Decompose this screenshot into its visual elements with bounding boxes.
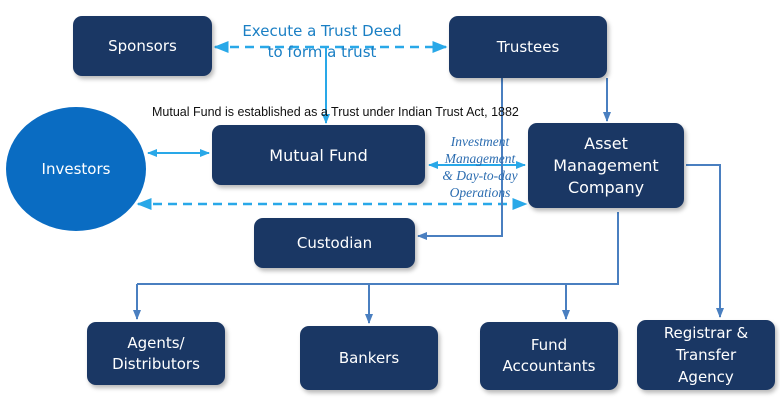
annotation-trust-deed: Execute a Trust Deed to form a trust (242, 22, 402, 61)
node-custodian: Custodian (254, 218, 415, 268)
node-agents-distributors: Agents/ Distributors (87, 322, 225, 385)
edge-amc-bus (137, 212, 619, 285)
annotation-trust-act: Mutual Fund is established as a Trust un… (152, 105, 519, 119)
node-asset-management-company: Asset Management Company (528, 123, 684, 208)
node-fund-accountants: Fund Accountants (480, 322, 618, 390)
node-registrar-transfer-agency: Registrar & Transfer Agency (637, 320, 775, 390)
node-sponsors: Sponsors (73, 16, 212, 76)
edge-amc-registrar (686, 164, 724, 318)
node-mutual-fund: Mutual Fund (212, 125, 425, 185)
annotation-investment-management: Investment Management & Day-to-day Opera… (442, 134, 518, 200)
node-investors: Investors (6, 107, 146, 231)
edge-trustees-custodian (417, 78, 503, 240)
node-bankers: Bankers (300, 326, 438, 390)
node-trustees: Trustees (449, 16, 607, 78)
